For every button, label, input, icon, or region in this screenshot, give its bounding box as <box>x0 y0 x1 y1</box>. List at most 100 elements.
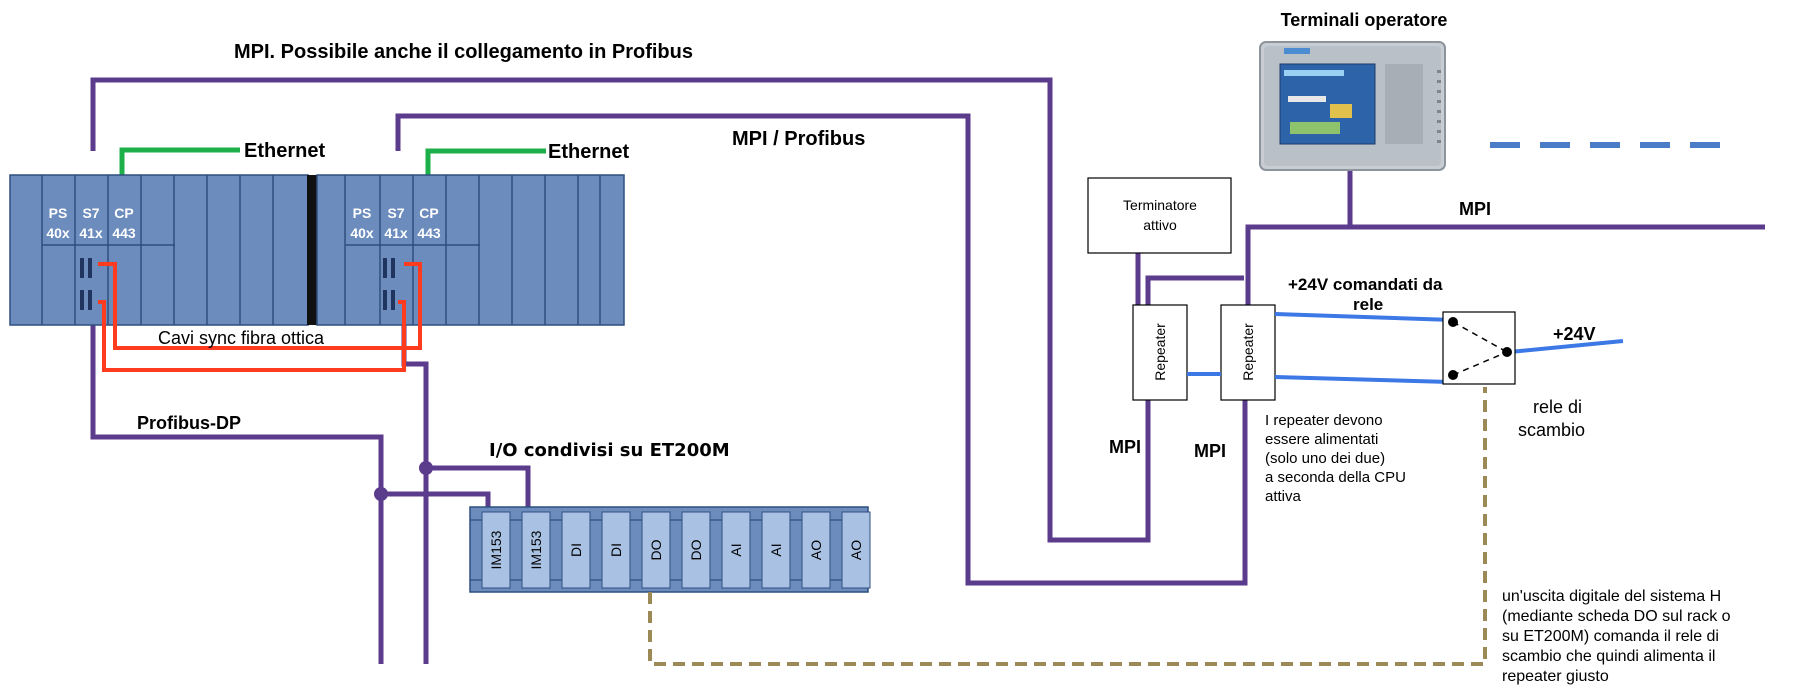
et200m-card-8 <box>801 511 831 589</box>
et200m-card-4 <box>641 511 671 589</box>
repeater-link <box>1145 275 1244 305</box>
et200m-card-5 <box>681 511 711 589</box>
et200m-card-label-0: IM153 <box>488 530 504 569</box>
et200m-card-label-4: DO <box>648 539 664 560</box>
et200m-card-label-9: AO <box>848 540 864 560</box>
comandati-label-1: +24V comandati da <box>1288 275 1443 294</box>
rack-a-body <box>9 174 309 326</box>
bus-junction-2 <box>419 461 433 475</box>
et200m-card-1 <box>521 511 551 589</box>
rack-a <box>9 174 309 326</box>
et200m-cards: IM153 IM153 DI DI DO DO AI AI AO AO <box>481 511 871 589</box>
et200m-card-7 <box>761 511 791 589</box>
et200m-card-label-7: AI <box>768 543 784 556</box>
repeater-right-label: Repeater <box>1240 323 1256 381</box>
power-line-2 <box>1274 375 1451 384</box>
sync-ports <box>80 258 395 310</box>
rack-b-s7-top: S7 <box>387 205 404 221</box>
plus24-label: +24V <box>1553 324 1596 344</box>
mpi-hmi-line <box>1245 224 1765 305</box>
digital-note-line-5: repeater giusto <box>1502 668 1609 685</box>
rack-b-body <box>316 174 625 326</box>
mpi-line-top <box>90 77 1151 543</box>
rack-a-cp-bottom: 443 <box>112 225 136 241</box>
et200m-card-label-3: DI <box>608 543 624 557</box>
terminali-label: Terminali operatore <box>1281 10 1448 30</box>
repeater-note-line-5: attiva <box>1265 488 1302 505</box>
et200m-card-3 <box>601 511 631 589</box>
mpi-label-left: MPI <box>1109 437 1141 457</box>
rack-a-ps-bottom: 40x <box>46 225 70 241</box>
ethernet-line-b <box>425 148 546 175</box>
repeater-left <box>1132 304 1188 401</box>
mpi-hmi-label: MPI <box>1459 199 1491 219</box>
et200m-card-label-8: AO <box>808 540 824 560</box>
profibus-dp-line-a <box>90 325 384 664</box>
mpi-bus-lines <box>90 77 1765 664</box>
et200m-card-2 <box>561 511 591 589</box>
rack-b-cp-bottom: 443 <box>417 225 441 241</box>
et200m-card-9 <box>841 511 871 589</box>
rele-label-1: rele di <box>1533 397 1582 417</box>
digital-note-line-3: su ET200M) comanda il rele di <box>1502 628 1719 645</box>
power-line-1 <box>1274 312 1454 322</box>
digital-output-note: un'uscita digitale del sistema H (median… <box>1502 588 1731 685</box>
terminatore-label-2: attivo <box>1143 217 1177 233</box>
repeater-note: I repeater devono essere alimentati (sol… <box>1265 412 1406 505</box>
im153-branch-1 <box>381 491 491 512</box>
digital-note-line-1: un'uscita digitale del sistema H <box>1502 588 1721 605</box>
im153-branch-2 <box>426 465 531 512</box>
et200m-card-label-5: DO <box>688 539 704 560</box>
et200m-card-6 <box>721 511 751 589</box>
io-condivisi-label: I/O condivisi su ET200M <box>489 440 730 461</box>
operator-panel-icon <box>1259 41 1446 171</box>
rack-a-s7-bottom: 41x <box>79 225 103 241</box>
et200m-station: IM153 IM153 DI DI DO DO AI AI AO AO <box>469 506 871 593</box>
control-line-do <box>648 387 1487 666</box>
fiber-cable-1 <box>98 262 422 350</box>
power-lines <box>1187 312 1624 384</box>
ethernet-label-a: Ethernet <box>244 140 325 162</box>
terminatore-label-1: Terminatore <box>1123 197 1197 213</box>
repeater-note-line-2: essere alimentati <box>1265 431 1378 448</box>
ethernet-line-a <box>119 147 240 175</box>
repeater-note-line-1: I repeater devono <box>1265 412 1383 429</box>
digital-note-line-2: (mediante scheda DO sul rack o <box>1502 608 1731 625</box>
rack-b-s7-bottom: 41x <box>384 225 408 241</box>
rack-a-cp-top: CP <box>114 205 133 221</box>
digital-note-line-4: scambio che quindi alimenta il <box>1502 648 1715 665</box>
rack-b <box>316 174 625 326</box>
bus-junction-1 <box>374 487 388 501</box>
fiber-cable-2 <box>98 300 406 372</box>
repeater-right <box>1220 304 1276 401</box>
ethernet-lines <box>119 147 546 175</box>
rack-b-ps-bottom: 40x <box>350 225 374 241</box>
changeover-relay-icon <box>1442 311 1516 385</box>
mpi-top-label: MPI. Possibile anche il collegamento in … <box>234 41 693 63</box>
mpi-label-right: MPI <box>1194 441 1226 461</box>
rack-b-ps-top: PS <box>353 205 372 221</box>
mpi-profibus-label: MPI / Profibus <box>732 128 865 150</box>
terminatore-box <box>1087 177 1232 254</box>
ethernet-label-b: Ethernet <box>548 141 629 163</box>
rack-b-cp-top: CP <box>419 205 438 221</box>
et200m-card-label-1: IM153 <box>528 530 544 569</box>
rack-a-s7-top: S7 <box>82 205 99 221</box>
power-line-24v <box>1509 339 1624 354</box>
profibus-dp-label: Profibus-DP <box>137 413 241 433</box>
fiber-sync-cables <box>98 262 422 372</box>
repeater-note-line-4: a seconda della CPU <box>1265 469 1406 486</box>
mpi-profibus-line <box>395 113 1248 586</box>
et200m-card-label-2: DI <box>568 543 584 557</box>
comandati-label-2: rele <box>1353 295 1383 314</box>
rack-separator <box>307 175 317 325</box>
rele-label-2: scambio <box>1518 420 1585 440</box>
et200m-card-label-6: AI <box>728 543 744 556</box>
et200m-card-0 <box>481 511 511 589</box>
rack-a-ps-top: PS <box>49 205 68 221</box>
repeater-left-label: Repeater <box>1152 323 1168 381</box>
repeater-note-line-3: (solo uno dei due) <box>1265 450 1385 467</box>
cavi-sync-label: Cavi sync fibra ottica <box>158 328 325 348</box>
